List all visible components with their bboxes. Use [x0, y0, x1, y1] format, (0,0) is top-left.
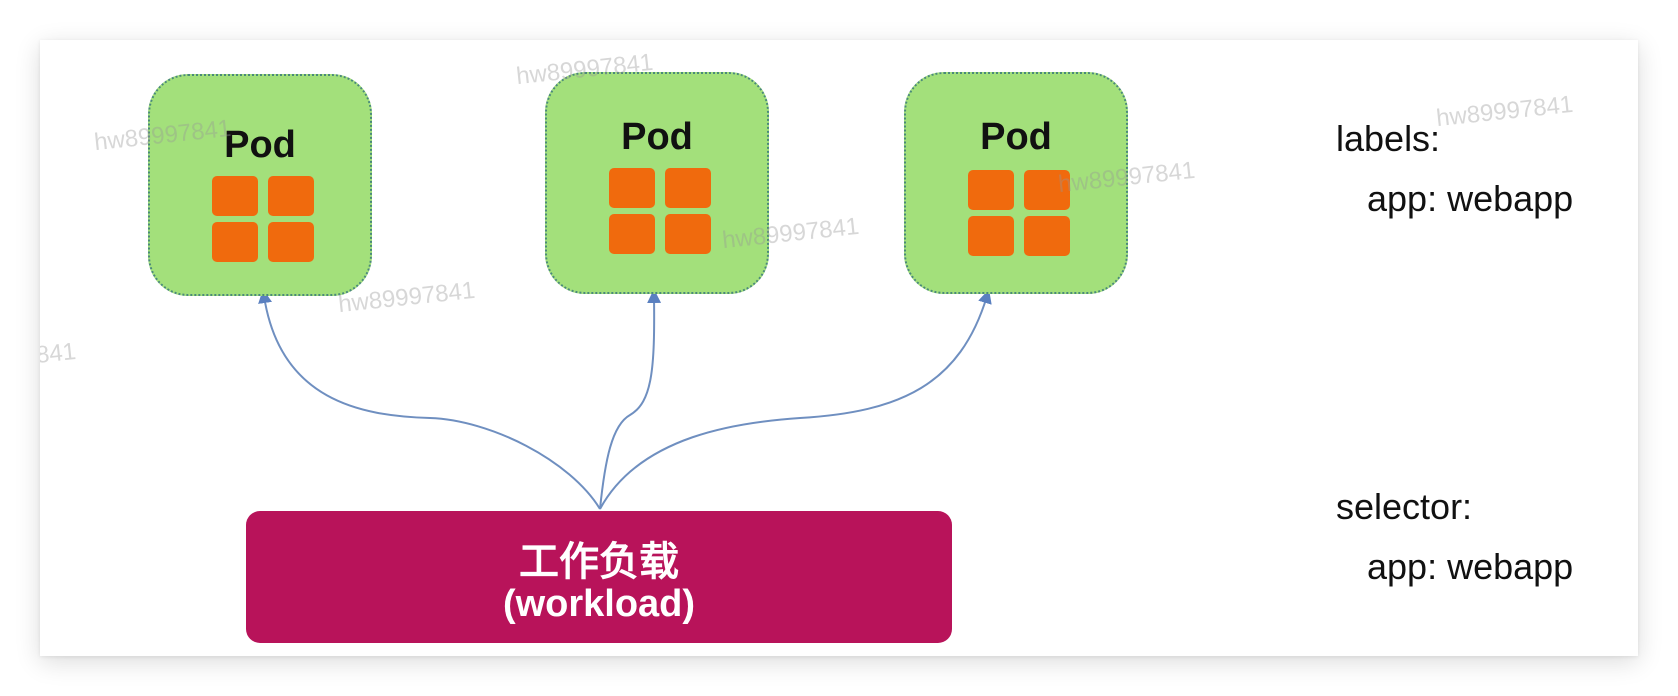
arrow-to-pod-2	[599, 289, 662, 510]
arrow-to-pod-3	[599, 289, 992, 510]
container-block	[1024, 170, 1070, 210]
workload-title: 工作负载	[519, 539, 679, 585]
pod-2: Pod	[545, 72, 769, 294]
container-block	[609, 168, 655, 208]
selector-value: app: webapp	[1367, 546, 1574, 587]
container-block	[968, 170, 1014, 210]
container-block	[665, 168, 711, 208]
container-grid	[609, 168, 713, 254]
container-grid	[212, 176, 316, 262]
container-block	[212, 176, 258, 216]
workload-subtitle: (workload)	[502, 583, 696, 625]
container-block	[268, 176, 314, 216]
watermark: 841	[40, 337, 78, 370]
selector-heading: selector:	[1336, 486, 1473, 527]
workload-box: 工作负载 (workload)	[246, 511, 952, 643]
pod-1: Pod	[148, 74, 372, 296]
container-block	[609, 214, 655, 254]
container-block	[212, 222, 258, 262]
diagram-frame: Pod Pod Pod 工作负载 (workload) labels: app:	[40, 40, 1638, 656]
labels-value: app: webapp	[1367, 178, 1574, 219]
container-grid	[968, 170, 1072, 256]
container-block	[968, 216, 1014, 256]
container-block	[665, 214, 711, 254]
pod-title: Pod	[621, 116, 693, 158]
pod-3: Pod	[904, 72, 1128, 294]
labels-heading: labels:	[1336, 118, 1441, 159]
arrows-layer	[258, 289, 992, 510]
arrow-to-pod-1	[258, 289, 601, 510]
container-block	[268, 222, 314, 262]
container-block	[1024, 216, 1070, 256]
pod-title: Pod	[224, 124, 296, 166]
pod-title: Pod	[980, 116, 1052, 158]
